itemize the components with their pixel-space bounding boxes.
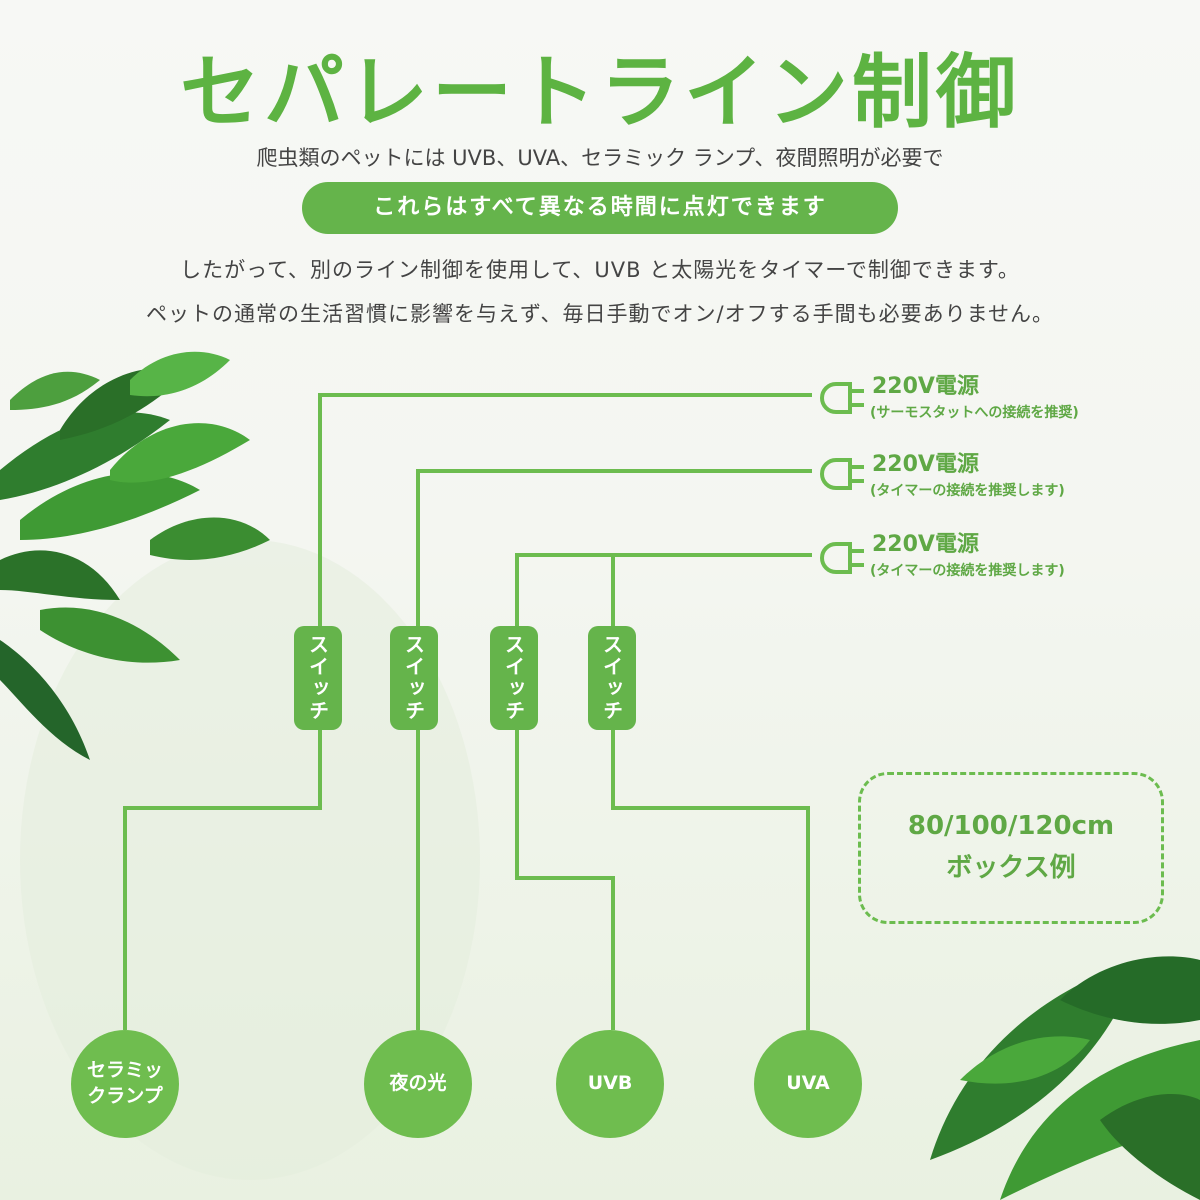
description-line-1: したがって、別のライン制御を使用して、UVB と太陽光をタイマーで制御できます。 [180,258,1020,282]
box-example: 80/100/120cm ボックス例 [858,772,1164,924]
wire-uvb [515,553,812,1030]
power-note-1: (サーモスタットへの接続を推奨) [870,405,1079,421]
left-plant-leaves [0,351,270,760]
power-note-2: (タイマーの接続を推奨します) [870,483,1065,499]
highlight-banner: これらはすべて異なる時間に点灯できます [302,182,898,234]
plug-icon [820,542,864,574]
lamp-night-light: 夜の光 [364,1030,472,1138]
power-label-3: 220V電源 [872,532,979,557]
box-size: 80/100/120cm [907,811,1115,842]
switch-uvb[interactable]: スイッチ [490,626,538,730]
switch-uva[interactable]: スイッチ [588,626,636,730]
box-label: ボックス例 [946,853,1076,883]
lamp-uva: UVA [754,1030,862,1138]
power-label-1: 220V電源 [872,374,979,399]
switch-ceramic-lamp[interactable]: スイッチ [294,626,342,730]
power-note-3: (タイマーの接続を推奨します) [870,563,1065,579]
subtitle: 爬虫類のペットには UVB、UVA、セラミック ランプ、夜間照明が必要で [256,146,944,170]
lamp-ceramic: セラミッ クランプ [71,1030,179,1138]
plug-icon [820,458,864,490]
plug-icon [820,382,864,414]
power-label-2: 220V電源 [872,452,979,477]
description-line-2: ペットの通常の生活習慣に影響を与えず、毎日手動でオン/オフする手間も必要ありませ… [146,302,1054,326]
right-plant-leaves [930,956,1200,1200]
lamp-uvb: UVB [556,1030,664,1138]
switch-night-light[interactable]: スイッチ [390,626,438,730]
wire-night-light [416,469,812,1030]
page-title: セパレートライン制御 [180,46,1020,139]
wire-ceramic-lamp [123,393,812,1030]
wire-uva [611,555,810,1030]
